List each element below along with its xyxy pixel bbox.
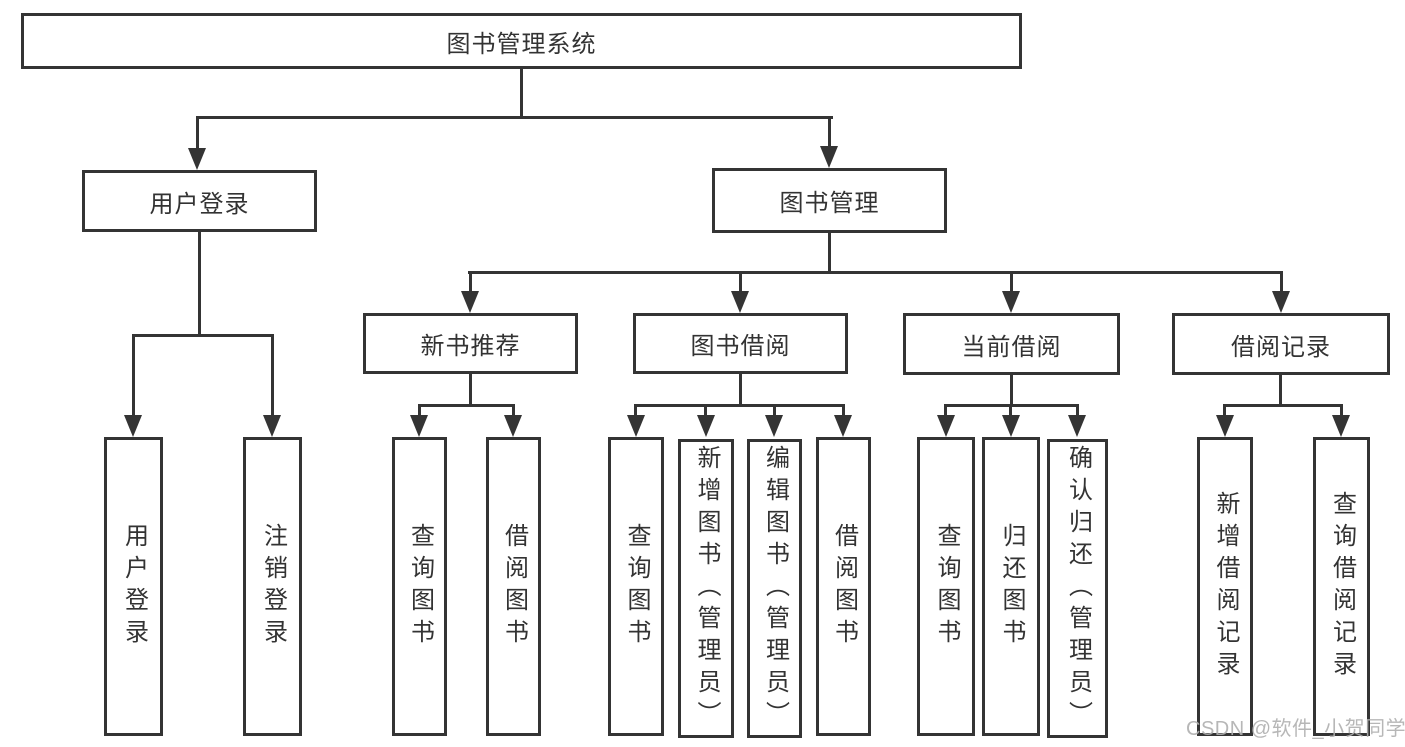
- csdn-watermark: CSDN @软件_小贺同学: [1186, 718, 1405, 740]
- connector-line: [1280, 271, 1283, 293]
- connector-line: [842, 404, 845, 417]
- connector-line: [739, 374, 742, 407]
- connector-line: [132, 334, 274, 337]
- connector-arrowhead: [820, 146, 838, 168]
- leaf-record-add: 新增借阅记录: [1197, 437, 1253, 736]
- connector-line: [469, 374, 472, 407]
- leaf-current-confirm-return-admin: 确认归还（管理员）: [1047, 439, 1108, 738]
- connector-line: [469, 271, 472, 293]
- leaf-borrow-add-book-admin: 新增图书（管理员）: [678, 439, 734, 738]
- connector-line: [1010, 271, 1013, 293]
- leaf-current-query-book: 查询图书: [917, 437, 975, 736]
- connector-line: [1223, 404, 1226, 417]
- connector-line: [271, 334, 274, 417]
- connector-line: [132, 334, 135, 417]
- connector-line: [634, 404, 845, 407]
- connector-line: [418, 404, 515, 407]
- node-current-borrow: 当前借阅: [903, 313, 1120, 375]
- connector-line: [634, 404, 637, 417]
- connector-arrowhead: [461, 291, 479, 313]
- connector-line: [512, 404, 515, 417]
- connector-line: [468, 271, 1283, 274]
- connector-arrowhead: [1216, 415, 1234, 437]
- connector-arrowhead: [1002, 415, 1020, 437]
- connector-arrowhead: [765, 415, 783, 437]
- connector-arrowhead: [1002, 291, 1020, 313]
- leaf-logout: 注销登录: [243, 437, 302, 736]
- connector-arrowhead: [627, 415, 645, 437]
- node-new-book-recommend: 新书推荐: [363, 313, 578, 374]
- node-book-management: 图书管理: [712, 168, 947, 233]
- connector-arrowhead: [697, 415, 715, 437]
- connector-arrowhead: [937, 415, 955, 437]
- connector-arrowhead: [731, 291, 749, 313]
- node-user-login: 用户登录: [82, 170, 317, 232]
- connector-line: [828, 232, 831, 274]
- leaf-record-query: 查询借阅记录: [1313, 437, 1370, 736]
- node-borrow-record: 借阅记录: [1172, 313, 1390, 375]
- connector-line: [198, 232, 201, 337]
- connector-arrowhead: [124, 415, 142, 437]
- leaf-recommend-query-book: 查询图书: [392, 437, 447, 736]
- connector-arrowhead: [263, 415, 281, 437]
- connector-line: [1279, 375, 1282, 407]
- connector-arrowhead: [410, 415, 428, 437]
- connector-arrowhead: [504, 415, 522, 437]
- connector-line: [1076, 404, 1079, 417]
- node-book-borrow: 图书借阅: [633, 313, 848, 374]
- leaf-current-return-book: 归还图书: [982, 437, 1040, 736]
- leaf-borrow-borrow-book: 借阅图书: [816, 437, 871, 736]
- connector-line: [1009, 404, 1012, 417]
- node-root: 图书管理系统: [21, 13, 1022, 69]
- connector-arrowhead: [1272, 291, 1290, 313]
- connector-line: [196, 116, 199, 152]
- leaf-borrow-edit-book-admin: 编辑图书（管理员）: [747, 439, 802, 738]
- connector-line: [828, 116, 831, 148]
- connector-arrowhead: [1068, 415, 1086, 437]
- connector-line: [944, 404, 947, 417]
- leaf-borrow-query-book: 查询图书: [608, 437, 664, 736]
- connector-line: [739, 271, 742, 293]
- connector-line: [1223, 404, 1343, 407]
- connector-line: [520, 68, 523, 119]
- connector-line: [773, 404, 776, 417]
- connector-arrowhead: [834, 415, 852, 437]
- connector-arrowhead: [188, 148, 206, 170]
- connector-arrowhead: [1332, 415, 1350, 437]
- leaf-user-login: 用户登录: [104, 437, 163, 736]
- connector-line: [704, 404, 707, 417]
- connector-line: [1340, 404, 1343, 417]
- leaf-recommend-borrow-book: 借阅图书: [486, 437, 541, 736]
- connector-line: [418, 404, 421, 417]
- connector-line: [196, 116, 833, 119]
- connector-line: [1010, 375, 1013, 407]
